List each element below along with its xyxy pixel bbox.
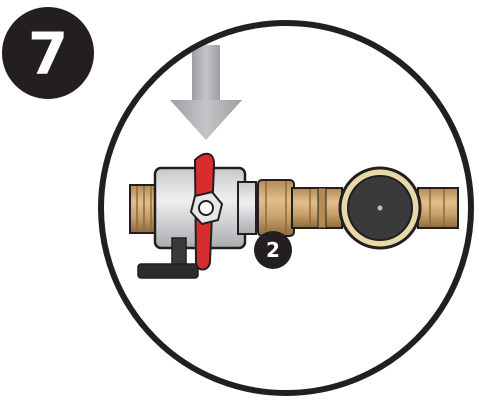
middle-pipe <box>291 187 343 229</box>
right-pipe-fitting <box>417 187 459 229</box>
step-badge: 7 <box>2 7 94 99</box>
union-coupling <box>257 179 295 237</box>
callout-number: 2 <box>266 238 280 262</box>
ball-valve-icon <box>137 152 257 279</box>
callout-badge: 2 <box>254 231 292 269</box>
pressure-gauge-icon <box>338 166 422 250</box>
t-handle <box>137 263 199 279</box>
step-number: 7 <box>28 20 68 88</box>
down-arrow-icon <box>170 45 242 140</box>
